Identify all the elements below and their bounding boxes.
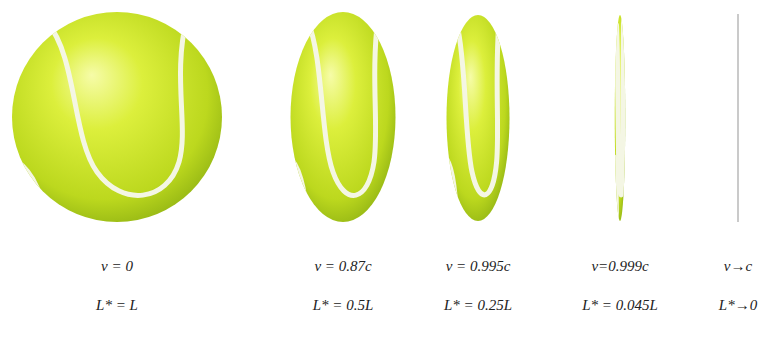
- ball-at-rest: [7, 12, 222, 227]
- ball-contracted: [445, 15, 510, 226]
- ball-contracted: [615, 15, 626, 226]
- length-label: L* = L: [96, 296, 138, 314]
- ball-limit-line: [737, 14, 739, 222]
- velocity-label: v = 0.995c: [446, 257, 511, 275]
- velocity-label: v=0.999c: [591, 257, 648, 275]
- velocity-label: v→c: [724, 257, 752, 275]
- velocity-label: v = 0.87c: [314, 257, 371, 275]
- length-label: L* = 0.045L: [582, 296, 658, 314]
- ball-contracted: [288, 12, 396, 227]
- length-label: L* = 0.5L: [313, 296, 374, 314]
- length-label: L*→0: [719, 296, 757, 314]
- length-label: L* = 0.25L: [444, 296, 512, 314]
- velocity-label: v = 0: [101, 257, 133, 275]
